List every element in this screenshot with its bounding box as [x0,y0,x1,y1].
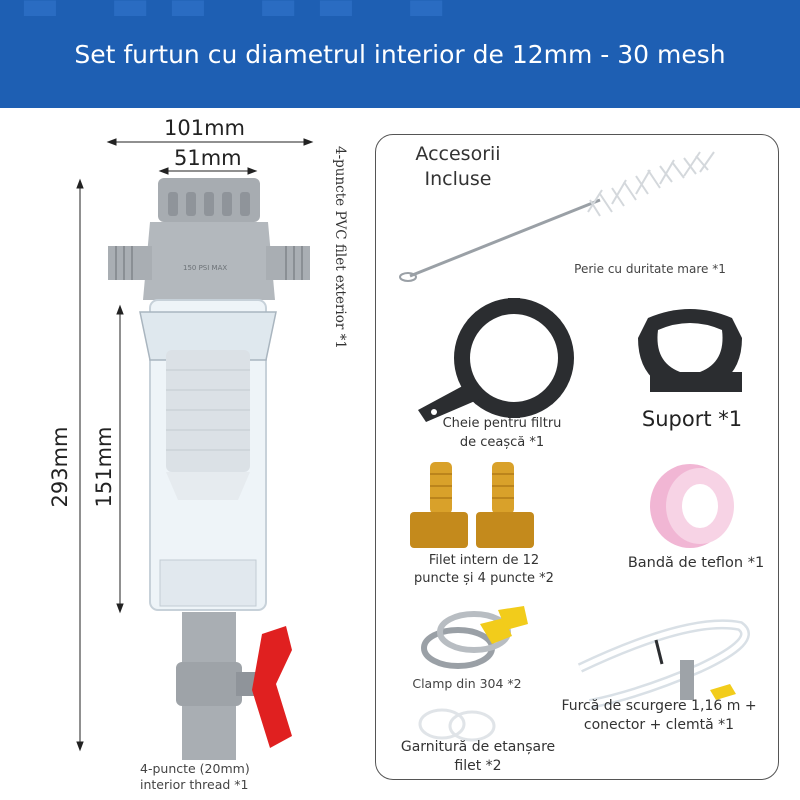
teflon-label: Bandă de teflon *1 [627,555,765,571]
bottom-note-line1: 4-puncte (20mm) [140,761,250,776]
clamp-label: Clamp din 304 *2 [412,676,522,691]
wrench-icon [418,298,574,422]
accessories-title-line1: Accesorii [415,143,501,165]
drain-hose-label: Furcă de scurgere 1,16 m + conector + cl… [552,697,766,735]
bottom-thread-note: 4-puncte (20mm) interior thread *1 [140,761,280,793]
teflon-tape-icon [650,464,734,548]
wrench-label: Cheie pentru filtru de ceașcă *1 [424,414,580,452]
support-label: Suport *1 [641,407,743,431]
dim-width-inner: 51mm [174,146,242,170]
page-title: Set furtun cu diametrul interior de 12mm… [74,40,726,69]
dim-width-outer: 101mm [164,116,245,140]
wrench-label-line1: Cheie pentru filtru [442,416,562,431]
bottom-note-line2: interior thread *1 [140,777,249,792]
accessories-title: Accesorii Incluse [398,142,518,192]
support-bracket-icon [638,309,742,392]
accessories-title-line2: Incluse [424,168,492,190]
gasket-label-line2: filet *2 [454,758,502,774]
brass-fittings-icon [410,462,534,548]
wrench-label-line2: de ceașcă *1 [459,435,545,450]
accessories-panel [375,134,779,780]
header-banner: ▬ ▬▬ ▬▬ ▬ Set furtun cu diametrul interi… [0,0,800,108]
drain-hose-label-line1: Furcă de scurgere 1,16 m + [561,698,757,714]
banner-ghost-text: ▬ ▬▬ ▬▬ ▬ [20,0,464,29]
gasket-label: Garnitură de etanșare filet *2 [388,738,568,776]
drain-hose-label-line2: conector + clemtă *1 [583,717,735,733]
brush-label: Perie cu duritate mare *1 [574,262,726,276]
svg-text:150 PSI MAX: 150 PSI MAX [183,264,227,272]
gasket-label-line1: Garnitură de etanșare [400,739,556,755]
hose-clamp-icon [421,606,528,669]
gasket-icon [418,708,496,742]
drain-hose-icon [577,619,750,709]
fittings-label-line1: Filet intern de 12 [428,553,540,568]
fittings-label: Filet intern de 12 puncte și 4 puncte *2 [402,552,566,588]
brush-icon [399,151,715,282]
fittings-label-line2: puncte și 4 puncte *2 [414,571,554,586]
